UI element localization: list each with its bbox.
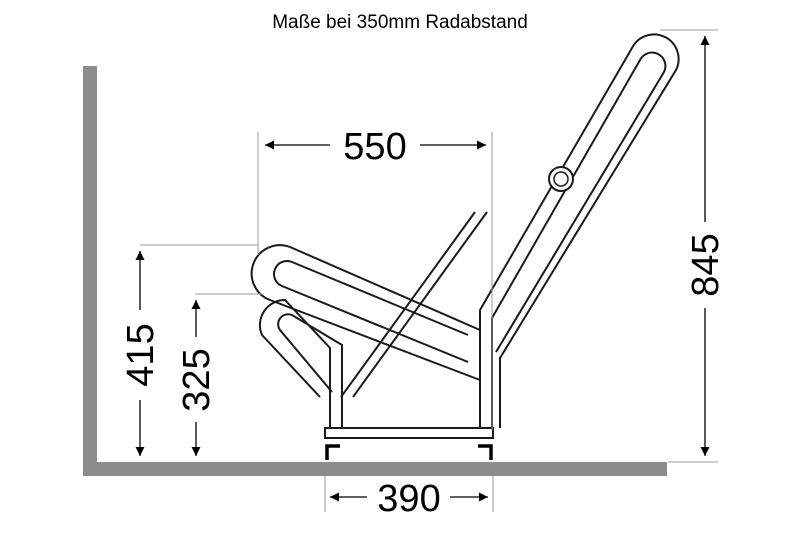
extension-lines	[140, 29, 718, 512]
upright-loop	[479, 33, 680, 428]
dimension-325-label: 325	[176, 348, 218, 411]
wall	[83, 66, 97, 476]
dimension-325: 325	[176, 300, 218, 456]
dimension-550: 550	[265, 126, 486, 168]
wheel-holder-upper-loop	[250, 244, 481, 381]
base-channel	[324, 427, 494, 460]
diagonal-support-tube	[340, 211, 488, 398]
dimension-415: 415	[120, 251, 162, 456]
dimension-550-label: 550	[343, 126, 406, 168]
dimension-390-label: 390	[377, 478, 440, 520]
dimension-845: 845	[685, 36, 727, 456]
dimension-390: 390	[330, 478, 488, 520]
dimension-415-label: 415	[120, 323, 162, 386]
wheel-holder-lower-loop	[258, 298, 343, 428]
ground	[83, 462, 667, 476]
drawing-title: Maße bei 350mm Radabstand	[272, 12, 528, 33]
lock-ring	[548, 166, 574, 192]
dimension-845-label: 845	[685, 233, 727, 296]
